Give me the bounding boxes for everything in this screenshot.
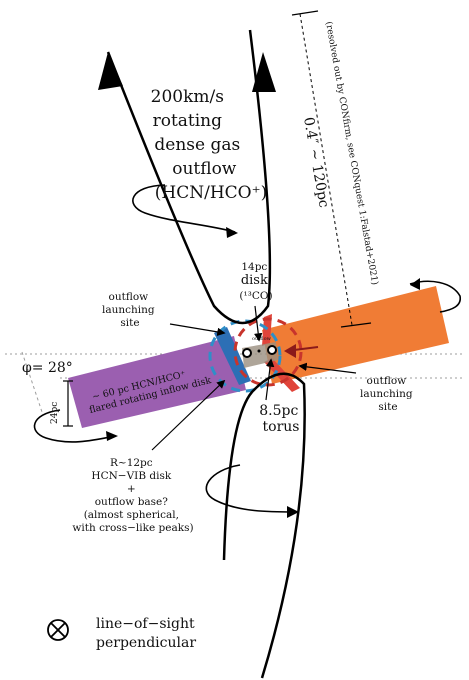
inner-red-arrowhead xyxy=(284,344,296,358)
launching-left-line-2: launching xyxy=(102,304,155,316)
vib-disk-line-3: + xyxy=(127,483,136,495)
disk-14pc-line-3: (¹³CO) xyxy=(239,290,272,302)
orange-disk xyxy=(262,286,449,384)
nucleus-dot xyxy=(257,349,261,353)
los-label: line−of−sight perpendicular xyxy=(96,616,199,651)
vib-disk-line-6: with cross−like peaks) xyxy=(72,522,193,534)
nucleus-ring-right xyxy=(267,345,277,355)
resolution-label: 0.4″ ~ 120pc xyxy=(300,116,332,209)
center-outflow-label: outflow xyxy=(252,336,272,342)
launching-right-label: outflow launching site xyxy=(360,375,416,413)
launching-right-line-3: site xyxy=(378,401,397,413)
outflow-title-line-3: dense gas xyxy=(154,135,240,155)
thickness-label: 24pc xyxy=(50,402,60,424)
outflow-arrowhead-right xyxy=(252,52,276,92)
launching-right-line-2: launching xyxy=(360,388,413,400)
angle-guide xyxy=(21,351,43,413)
scale-tick-bottom xyxy=(340,322,372,328)
torus-line-1: 8.5pc xyxy=(259,403,298,419)
pointer-vib-disk xyxy=(151,379,226,451)
rotation-arrowhead-right xyxy=(410,278,420,290)
los-line-2: perpendicular xyxy=(96,635,196,651)
disk-14pc-line-1: 14pc xyxy=(241,261,267,273)
resolved-note: (resolved out by CONfirm, see CONquest 1… xyxy=(323,21,380,286)
pointer-launching-right xyxy=(298,362,357,374)
pointer-torus xyxy=(265,358,275,401)
vib-disk-line-2: HCN−VIB disk xyxy=(91,470,171,482)
scale-line xyxy=(299,13,353,326)
outflow-title: 200km/s rotating dense gas outflow (HCN/… xyxy=(151,87,268,203)
red-band-left xyxy=(262,314,272,346)
inflow-disk-purple xyxy=(68,336,246,428)
angle-label: φ= 28° xyxy=(22,360,73,376)
rotation-arrow-right xyxy=(409,280,462,313)
nucleus-ring-left xyxy=(242,348,252,358)
dashed-blue-circle xyxy=(208,319,282,393)
outflow-title-line-2: rotating xyxy=(153,111,223,131)
launching-left-line-1: outflow xyxy=(109,291,149,303)
torus-label: 8.5pc torus xyxy=(259,403,303,435)
vib-disk-line-1: R~12pc xyxy=(110,457,153,469)
launching-left-line-3: site xyxy=(120,317,139,329)
outflow-arrowhead-left xyxy=(98,52,123,90)
vib-disk-label: R~12pc HCN−VIB disk + outflow base? (alm… xyxy=(72,457,193,534)
torus-line-2: torus xyxy=(263,419,300,435)
outflow-upper-curve xyxy=(106,29,272,325)
disk-14pc-line-2: disk xyxy=(241,273,268,288)
disk-14pc-label: 14pc disk (¹³CO) xyxy=(239,261,272,302)
outflow-title-line-4: outflow xyxy=(172,159,237,179)
outflow-lower-curve xyxy=(222,372,306,679)
vib-disk-line-4: outflow base? xyxy=(95,496,169,508)
pointer-launching-left xyxy=(169,323,226,337)
launching-right-line-1: outflow xyxy=(367,375,407,387)
outflow-title-line-5: (HCN/HCO⁺) xyxy=(155,183,267,203)
pointer-14pc-disk xyxy=(254,305,263,342)
outflow-title-line-1: 200km/s xyxy=(151,87,224,107)
vib-disk-line-5: (almost spherical, xyxy=(84,509,179,521)
rotation-arrowhead-left xyxy=(106,431,118,441)
scale-tick-top xyxy=(291,10,319,16)
rotation-arrowhead-outflow xyxy=(226,227,238,238)
los-line-1: line−of−sight xyxy=(96,616,195,632)
rotation-arrow-outflow xyxy=(132,184,236,233)
rotation-arrow-left xyxy=(33,409,116,443)
launching-left-label: outflow launching site xyxy=(102,291,158,329)
rotation-arrowhead-lower xyxy=(287,506,299,518)
circle-cross-icon xyxy=(47,619,69,641)
rotation-arrow-lower xyxy=(205,464,297,513)
